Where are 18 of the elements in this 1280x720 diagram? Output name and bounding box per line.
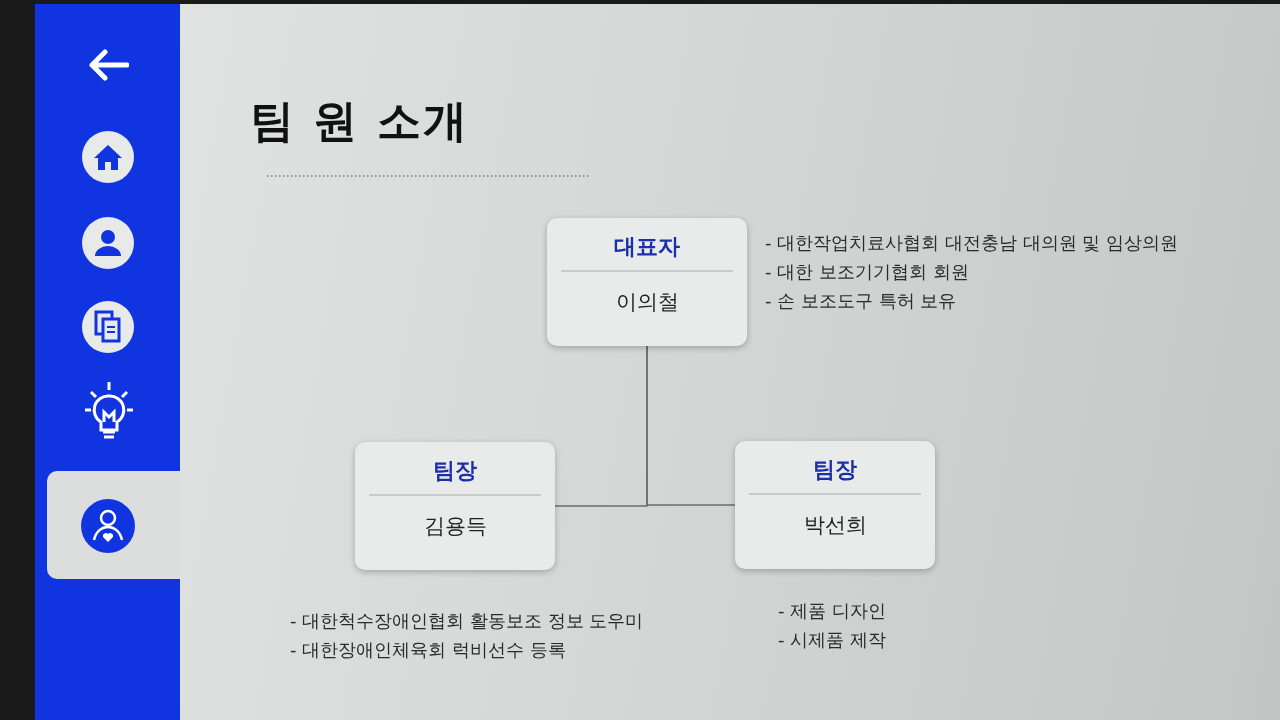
person-card: [355, 442, 555, 570]
role-heading: 팀장: [812, 456, 858, 484]
person-name: 김용득: [422, 513, 488, 540]
bullet-text: - 대한작업치료사협회 대전충남 대의원 및 임상의원: [765, 231, 1179, 255]
bullet-text: - 시제품 제작: [778, 628, 886, 652]
bullet-text: - 손 보조도구 특허 보유: [765, 289, 957, 313]
person-card: [547, 218, 747, 346]
slide-title: 팀 원 소개: [250, 94, 469, 148]
person-card: [735, 441, 935, 569]
person-name: 이의철: [614, 289, 680, 316]
bullet-text: - 대한척수장애인협회 활동보조 정보 도우미: [290, 609, 644, 633]
role-heading: 대표자: [613, 233, 681, 261]
role-heading: 팀장: [432, 457, 478, 485]
person-name: 박선희: [802, 512, 868, 539]
connector-line: [646, 345, 736, 506]
bullet-text: - 대한 보조기기협회 회원: [765, 260, 969, 284]
bullet-text: - 제품 디자인: [778, 599, 886, 623]
bullet-text: - 대한장애인체육회 럭비선수 등록: [290, 638, 566, 662]
